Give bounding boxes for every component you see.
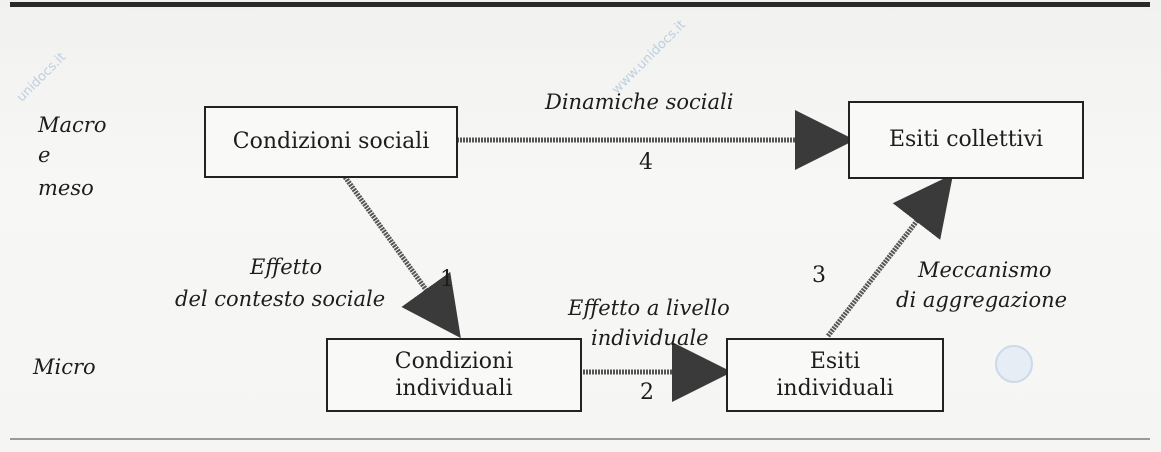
label-context-effect-line2: del contesto sociale: [175, 287, 386, 311]
box-individual-conditions-line2: individuali: [395, 376, 513, 401]
box-individual-outcomes-line1: Esiti: [809, 348, 861, 374]
box-social-conditions: Condizioni sociali: [204, 106, 458, 178]
level-micro: Micro: [33, 355, 96, 379]
box-individual-outcomes: Esiti individuali: [726, 338, 944, 412]
number-2: 2: [640, 380, 654, 405]
top-rule: [10, 2, 1150, 7]
label-aggregation-line2: di aggregazione: [896, 288, 1068, 312]
box-social-conditions-label: Condizioni sociali: [232, 129, 430, 155]
number-4: 4: [639, 150, 653, 175]
box-individual-outcomes-line2: individuali: [776, 376, 894, 401]
label-individual-effect-line2: individuale: [591, 326, 709, 350]
label-social-dynamics: Dinamiche sociali: [545, 90, 734, 114]
arrow-context-effect: [342, 175, 461, 339]
level-macro: Macro: [38, 113, 107, 137]
level-macro-and: e: [38, 143, 51, 167]
label-individual-effect-line1: Effetto a livello: [568, 296, 730, 320]
level-meso: meso: [38, 176, 94, 200]
box-individual-conditions-line1: Condizioni: [394, 348, 514, 374]
number-1: 1: [440, 267, 454, 292]
label-aggregation-line1: Meccanismo: [918, 258, 1052, 282]
box-individual-conditions: Condizioni individuali: [326, 338, 582, 412]
box-collective-outcomes: Esiti collettivi: [848, 101, 1084, 179]
watermark-logo: [995, 345, 1033, 383]
number-3: 3: [812, 263, 826, 288]
arrow-aggregation: [826, 174, 954, 338]
label-context-effect-line1: Effetto: [250, 255, 323, 279]
box-collective-outcomes-label: Esiti collettivi: [888, 127, 1044, 153]
bottom-rule: [10, 438, 1150, 440]
